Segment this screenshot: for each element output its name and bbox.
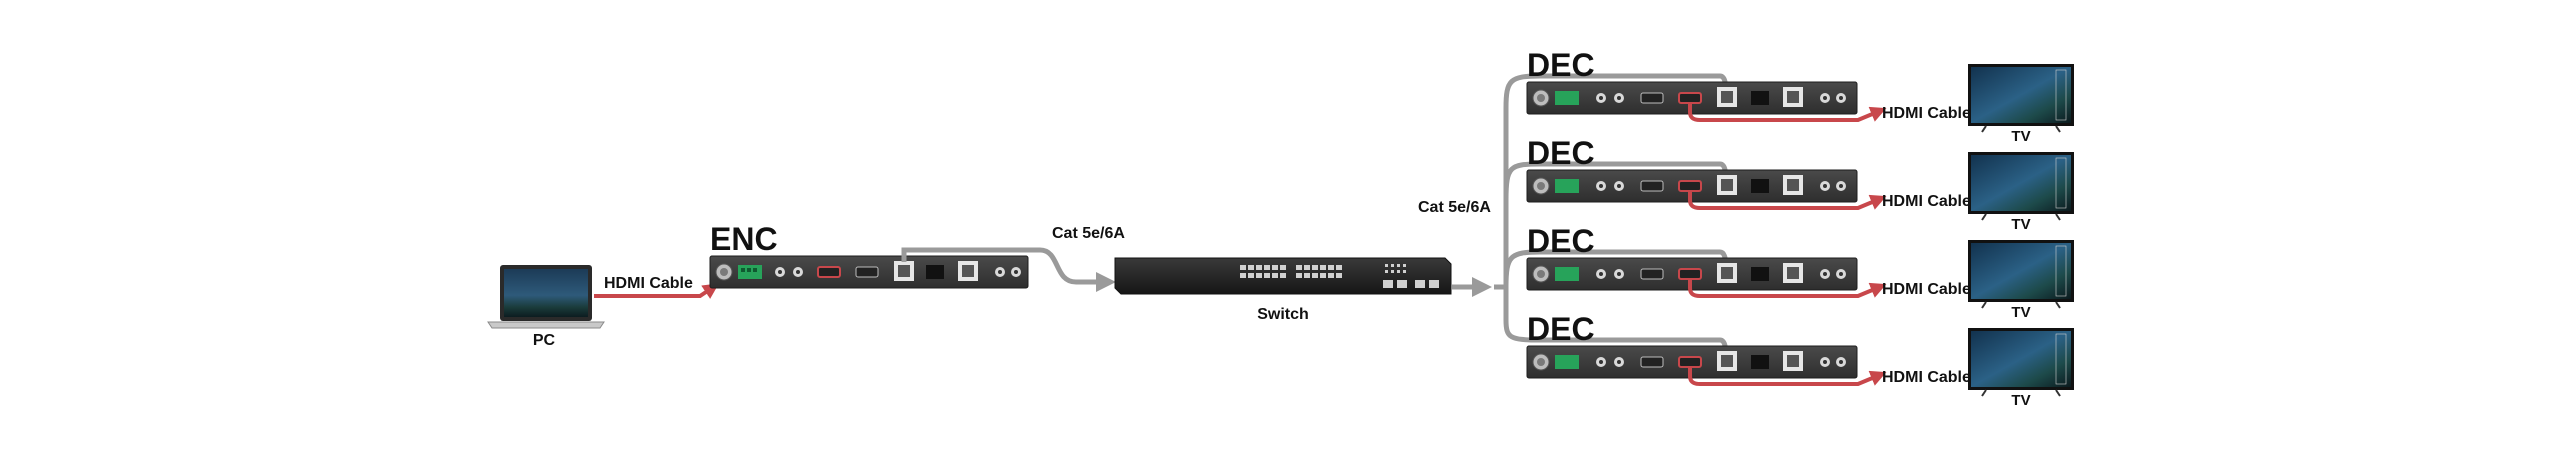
decoder-device: DEC [1526,47,1858,115]
hdmi-cable-tv-label: HDMI Cable [1882,369,1971,386]
hdmi-cable-dec-tv: HDMI Cable [1688,102,1971,122]
cat-cable-enc-switch: Cat 5e/6A [901,225,1125,292]
decoder-label: DEC [1527,47,1595,83]
pc-laptop: PC [487,265,605,349]
decoder-label: DEC [1527,311,1595,347]
decoder-device: DEC [1526,311,1858,379]
network-switch: Switch [1114,257,1452,323]
hdmi-cable-tv-label: HDMI Cable [1882,193,1971,210]
tv-display: TV [1968,240,2074,321]
encoder-device: ENC [709,221,1029,289]
cat-cable-dec-label: Cat 5e/6A [1418,199,1491,216]
hdmi-cable-tv-label: HDMI Cable [1882,281,1971,298]
tv-label: TV [2011,392,2030,409]
tv-label: TV [2011,128,2030,145]
decoder-label: DEC [1527,135,1595,171]
hdmi-cable-tv-label: HDMI Cable [1882,105,1971,122]
switch-label: Switch [1257,306,1309,323]
encoder-label: ENC [710,221,778,257]
hdmi-cable-pc-label: HDMI Cable [604,275,693,292]
tv-display: TV [1968,152,2074,233]
tv-display: TV [1968,64,2074,145]
tv-label: TV [2011,216,2030,233]
hdmi-cable-dec-tv: HDMI Cable [1688,366,1971,386]
hdmi-cable-dec-tv: HDMI Cable [1688,278,1971,298]
decoder-label: DEC [1527,223,1595,259]
pc-label: PC [533,332,556,349]
cat-cable-enc-label: Cat 5e/6A [1052,225,1125,242]
hdmi-cable-pc-enc: HDMI Cable [594,275,719,299]
hdmi-cable-dec-tv: HDMI Cable [1688,190,1971,210]
tv-display: TV [1968,328,2074,409]
tv-label: TV [2011,304,2030,321]
decoder-device: DEC [1526,135,1858,203]
